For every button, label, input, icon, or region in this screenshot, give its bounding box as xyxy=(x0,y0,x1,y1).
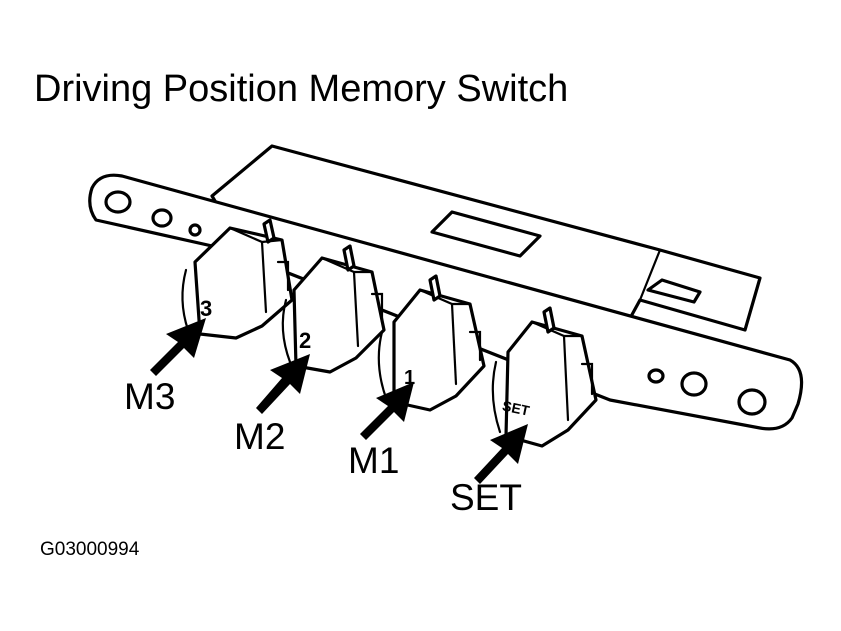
button-m2: 2 xyxy=(281,244,386,374)
figure-code: G03000994 xyxy=(40,539,140,560)
arrow-m1-icon xyxy=(360,382,414,440)
button-m2-face-label: 2 xyxy=(299,328,311,353)
callout-m3: M3 xyxy=(124,376,176,417)
mounting-hole xyxy=(647,368,665,384)
button-m1-face-label: 1 xyxy=(404,367,415,389)
mounting-hole xyxy=(151,208,173,228)
button-m3-face-label: 3 xyxy=(200,296,212,321)
button-set: SET xyxy=(491,306,598,448)
arrow-m2-icon xyxy=(256,354,310,414)
button-m1: 1 xyxy=(377,274,486,412)
mounting-hole xyxy=(737,388,767,416)
housing-window xyxy=(430,210,542,258)
mounting-hole xyxy=(680,371,708,397)
pointer-arrows xyxy=(150,318,528,484)
callout-set: SET xyxy=(450,477,522,518)
arrow-m3-icon xyxy=(150,318,206,376)
callout-m2: M2 xyxy=(234,416,286,457)
mounting-hole xyxy=(104,190,132,214)
housing-tab xyxy=(646,278,702,304)
callout-m1: M1 xyxy=(348,440,400,481)
switch-housing xyxy=(210,144,762,332)
button-m3: 3 xyxy=(181,218,294,340)
mounting-hole xyxy=(188,223,202,237)
diagram-title: Driving Position Memory Switch xyxy=(34,68,569,110)
button-set-face-label: SET xyxy=(501,397,531,418)
arrow-set-icon xyxy=(474,424,528,484)
